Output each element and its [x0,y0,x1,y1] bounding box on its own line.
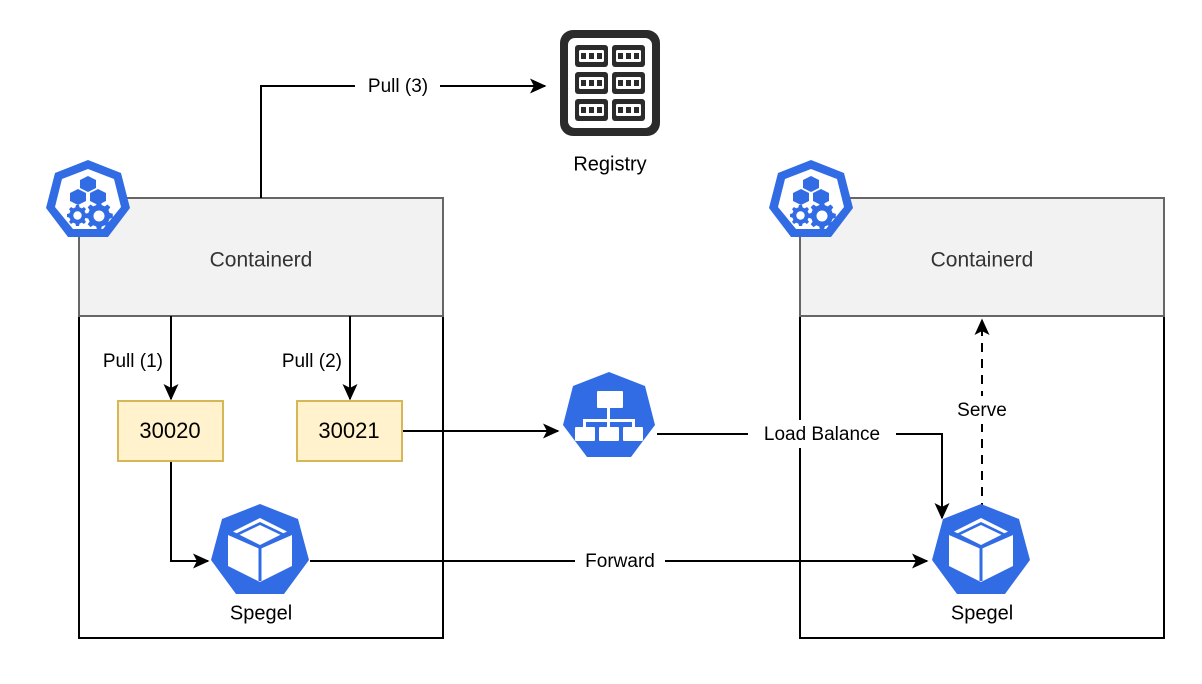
spegel-icon-left[interactable] [211,504,309,594]
containerd-icon-left[interactable] [46,160,130,237]
left-node-header-label: Containerd [210,249,313,272]
right-node-container: Containerd [799,197,1165,639]
edge-30020-to-spegel [170,462,210,569]
right-node-header [799,197,1165,317]
spegel-right-label: Spegel [951,602,1013,624]
spegel-cube-icon [949,518,1013,582]
edge-serve: Serve [944,318,1021,512]
port-box-30021-label: 30021 [318,418,379,443]
spegel-icon-right[interactable] [932,504,1030,594]
containerd-icon-right[interactable] [769,160,853,237]
edge-load-balance: Load Balance [657,420,950,520]
port-box-30021[interactable]: 30021 [296,400,403,462]
spegel-left-label: Spegel [230,602,292,624]
edge-forward-label: Forward [585,551,655,572]
edge-pull-3: Pull (3) [260,72,547,198]
edge-pull-2: Pull (2) [282,316,358,401]
edge-pull-2-label: Pull (2) [282,351,342,372]
edge-serve-label: Serve [957,400,1007,421]
edge-load-balance-label: Load Balance [764,424,880,445]
registry-label: Registry [573,153,646,175]
edge-pull-1: Pull (1) [103,316,179,401]
registry-icon[interactable] [560,30,660,136]
edge-pull-1-label: Pull (1) [103,351,163,372]
port-box-30020-label: 30020 [139,418,200,443]
edge-forward: Forward [310,547,929,575]
spegel-cube-icon [228,518,292,582]
port-box-30020[interactable]: 30020 [117,400,224,462]
load-balancer-icon[interactable] [563,372,655,457]
edge-pull-3-label: Pull (3) [368,76,428,97]
right-node-header-label: Containerd [931,249,1034,272]
